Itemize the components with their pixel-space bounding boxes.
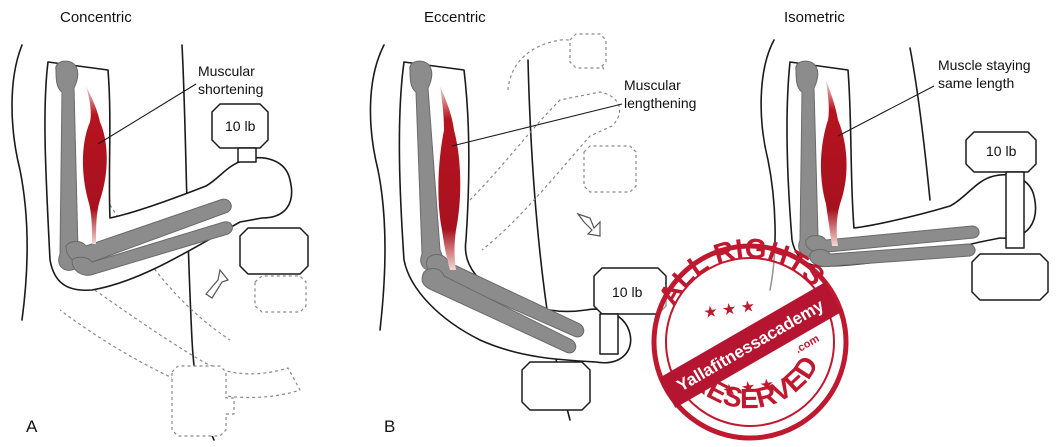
ghost-dumbbell-top: [570, 34, 606, 68]
ghost-dumbbell: [584, 146, 636, 192]
panel-letter: A: [26, 417, 38, 436]
body-outline: [370, 45, 385, 330]
callout-label-line1: Muscle staying: [938, 57, 1031, 73]
panel-title: Eccentric: [424, 9, 486, 26]
down-arrow-icon: [578, 214, 600, 236]
weight-label: 10 lb: [986, 143, 1017, 159]
callout-label-line2: shortening: [198, 81, 263, 97]
callout-label-line2: lengthening: [624, 95, 696, 111]
weight-label: 10 lb: [225, 118, 256, 134]
panel-title: Concentric: [60, 9, 132, 26]
panel-letter: B: [384, 417, 395, 436]
callout-label-line1: Muscular: [624, 77, 681, 93]
callout-leader: [98, 84, 196, 144]
torso-line: [910, 48, 930, 200]
panel-title: Isometric: [784, 9, 845, 26]
up-arrow-icon: [206, 270, 228, 298]
ghost-dumbbell-top: [255, 276, 306, 312]
body-outline: [12, 45, 27, 320]
callout-label-line1: Muscular: [198, 63, 255, 79]
callout-label-line2: same length: [938, 75, 1014, 91]
panel-eccentric: Eccentric Muscular lengthening 10 lb B: [370, 9, 696, 436]
weight-label: 10 lb: [612, 284, 643, 300]
panel-concentric: Concentric Muscular shortening 10 lb: [12, 9, 308, 440]
callout-leader: [452, 104, 622, 146]
ghost-dumbbell: [172, 366, 234, 436]
